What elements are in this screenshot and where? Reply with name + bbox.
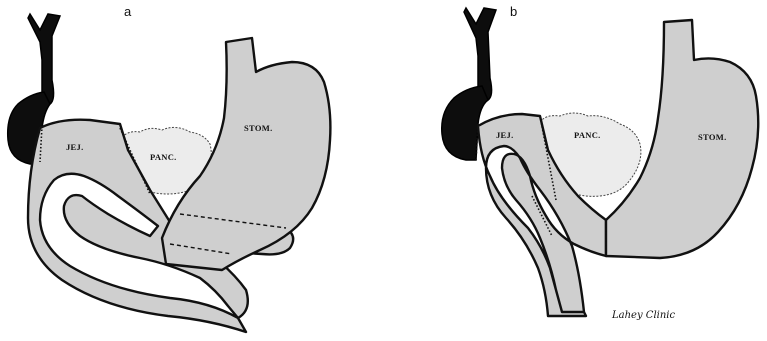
panel-b-jejunum-label: JEJ.	[496, 130, 514, 140]
panel-b: b JEJ. PANC. STOM. Lahey Clinic	[442, 4, 759, 321]
panel-a-pancreas-label: PANC.	[150, 152, 177, 162]
panel-a-jejunum-label: JEJ.	[66, 142, 84, 152]
panel-a-letter: a	[124, 4, 132, 19]
panel-b-stomach-label: STOM.	[698, 132, 727, 142]
panel-a-stomach-label: STOM.	[244, 123, 273, 133]
panel-b-letter: b	[510, 4, 517, 19]
panel-a: a JEJ. PANC. STOM.	[8, 4, 331, 332]
lahey-clinic-signature: Lahey Clinic	[611, 310, 675, 321]
panel-b-pancreas-label: PANC.	[574, 130, 601, 140]
